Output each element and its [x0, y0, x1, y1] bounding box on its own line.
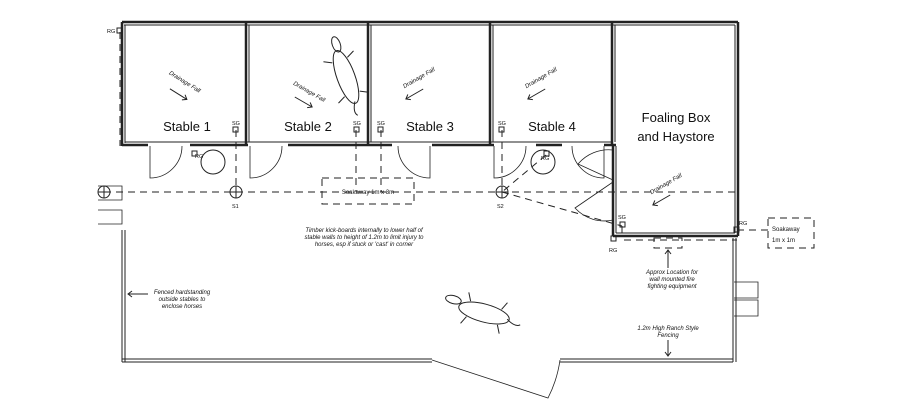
fire-equipment-box — [653, 237, 683, 249]
fencing-note-line1: 1.2m High Ranch Style — [637, 326, 699, 332]
stable-2-label: Stable 2 — [284, 119, 332, 134]
fire-note-line1: Approx Location for — [645, 270, 699, 276]
haystore-label: and Haystore — [637, 129, 714, 144]
fenced-area-note: Fenced hardstanding outside stables to e… — [127, 290, 211, 310]
rg-label: RG — [195, 154, 203, 160]
building-walls — [120, 20, 740, 238]
soakaway-main: Soakaway 1m x 3m — [321, 177, 415, 205]
sg-label: SG — [353, 121, 361, 127]
inspection-chamber-left — [97, 185, 111, 199]
fencing-note-line2: Fencing — [657, 333, 679, 339]
kick-boards-note-line2: stable walls to height of 1.2m to limit … — [304, 235, 424, 241]
sg-label: SG — [377, 121, 385, 127]
sg-label: SG — [232, 121, 240, 127]
gully-markers — [116, 27, 740, 242]
downpipe-markers — [200, 149, 556, 175]
drainage-fall-label: Drainage Fall — [292, 81, 326, 104]
fenced-hardstanding — [98, 185, 759, 399]
horse-icon — [445, 292, 521, 334]
drainage-fall-label: Drainage Fall — [168, 70, 202, 94]
soakaway-external: Soakaway 1m x 1m — [767, 217, 815, 249]
soakaway-ext-line1: Soakaway — [772, 227, 800, 233]
fencing-note: 1.2m High Ranch Style Fencing — [637, 326, 699, 357]
stable-4-label: Stable 4 — [528, 119, 576, 134]
kick-boards-note-line1: Timber kick-boards internally to lower h… — [305, 228, 424, 234]
rg-label: RG — [609, 248, 617, 254]
rg-label: RG — [107, 29, 115, 35]
foaling-box-label: Foaling Box — [642, 110, 711, 125]
horse-icon — [323, 36, 369, 116]
soakaway-ext-line2: 1m x 1m — [772, 238, 795, 244]
fenced-area-note-line1: Fenced hardstanding — [154, 290, 211, 296]
marker-labels: RG SG SG SG SG RG RG SG RG RG S1 S2 — [107, 29, 747, 254]
drainage-lines — [104, 32, 770, 241]
fire-note-line3: fighting equipment — [647, 284, 696, 290]
stable-3-label: Stable 3 — [406, 119, 454, 134]
kick-boards-note-line3: horses, esp if stuck or 'cast' in corner — [315, 242, 414, 248]
stable-doors — [149, 145, 614, 222]
s2-label: S2 — [497, 204, 504, 210]
fire-note-line2: wall mounted fire — [649, 277, 695, 283]
s1-label: S1 — [232, 204, 239, 210]
drainage-fall-label: Drainage Fall — [649, 173, 683, 196]
rg-label: RG — [541, 156, 549, 162]
drainage-fall-label: Drainage Fall — [402, 67, 436, 90]
sg-label: SG — [618, 215, 626, 221]
drainage-fall-label: Drainage Fall — [524, 67, 558, 90]
kick-boards-note: Timber kick-boards internally to lower h… — [304, 228, 424, 248]
fire-equipment-note: Approx Location for wall mounted fire fi… — [645, 249, 699, 290]
inspection-chamber-s1 — [229, 185, 243, 199]
drainage-arrows: Drainage Fall Drainage Fall Drainage Fal… — [168, 67, 684, 207]
sg-label: SG — [498, 121, 506, 127]
soakaway-main-label: Soakaway 1m x 3m — [342, 190, 394, 196]
fenced-area-note-line3: enclose horses — [162, 304, 202, 310]
room-labels: Stable 1 Stable 2 Stable 3 Stable 4 Foal… — [163, 110, 715, 144]
inspection-chamber-s2 — [495, 185, 509, 199]
stable-1-label: Stable 1 — [163, 119, 211, 134]
fenced-area-note-line2: outside stables to — [159, 297, 206, 303]
rg-label: RG — [739, 221, 747, 227]
